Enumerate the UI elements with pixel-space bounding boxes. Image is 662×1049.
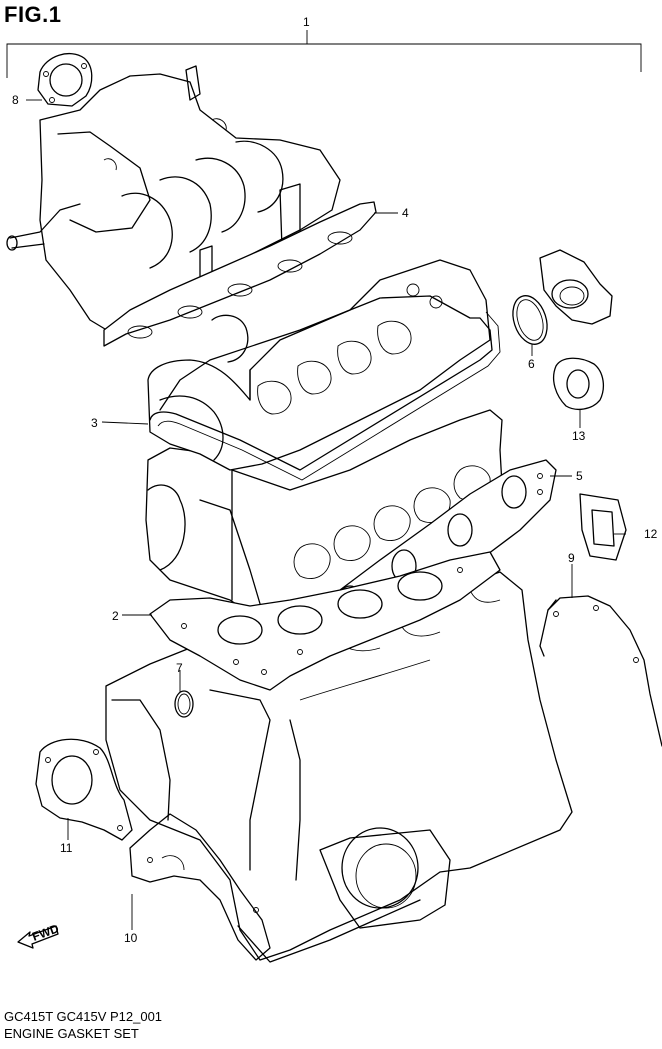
callout-5: 5 xyxy=(576,469,583,483)
fwd-arrow-icon: FWD xyxy=(17,921,61,949)
callout-1: 1 xyxy=(303,15,310,29)
timing-cover-gasket xyxy=(539,595,662,747)
callout-4: 4 xyxy=(402,206,409,220)
water-pipe-gasket xyxy=(579,493,627,561)
oil-pump-gasket xyxy=(129,813,271,961)
intake-manifold-gasket xyxy=(103,201,377,347)
water-outlet xyxy=(539,249,613,325)
callout-8: 8 xyxy=(12,93,19,107)
small-o-ring xyxy=(174,690,194,718)
water-pump-gasket xyxy=(35,738,133,841)
gasket-set-bracket xyxy=(6,30,642,78)
fwd-label: FWD xyxy=(30,921,61,944)
diagram-code: GC415T GC415V P12_001 xyxy=(4,1009,163,1024)
callout-2: 2 xyxy=(112,609,119,623)
callout-11: 11 xyxy=(60,841,73,855)
throttle-body-gasket xyxy=(37,53,93,107)
callout-13: 13 xyxy=(572,429,586,443)
o-ring xyxy=(512,295,548,345)
diagram-caption: GC415T GC415V P12_001 ENGINE GASKET SET xyxy=(4,1008,162,1042)
callout-9: 9 xyxy=(568,551,575,565)
thermostat-gasket xyxy=(552,357,605,411)
callout-3: 3 xyxy=(91,416,98,430)
callout-10: 10 xyxy=(124,931,138,945)
cylinder-head-gasket xyxy=(149,551,501,691)
cylinder-head-cover xyxy=(147,259,491,471)
head-cover-gasket xyxy=(149,295,501,481)
figure-title: FIG.1 xyxy=(4,2,62,27)
diagram-name: ENGINE GASKET SET xyxy=(4,1026,139,1041)
callout-12: 12 xyxy=(644,527,658,541)
callout-6: 6 xyxy=(528,357,535,371)
callout-7: 7 xyxy=(176,661,183,675)
leader-lines xyxy=(26,99,626,930)
